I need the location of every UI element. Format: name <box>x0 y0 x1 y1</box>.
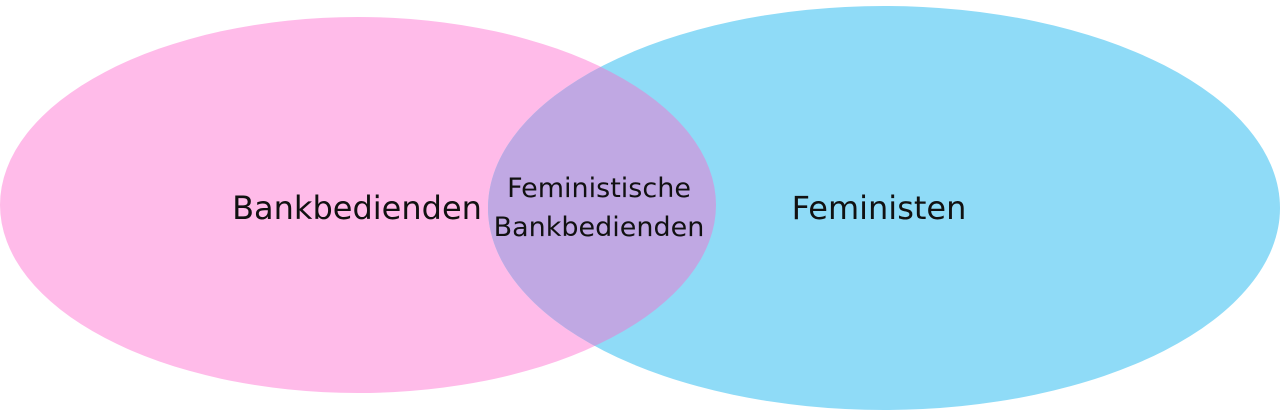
set-left-label: Bankbedienden <box>232 189 482 227</box>
set-right-ellipse <box>488 6 1280 410</box>
intersection-label-line1: Feministische <box>507 173 691 204</box>
intersection-label-line2: Bankbedienden <box>494 212 705 243</box>
set-right-label: Feministen <box>792 189 967 227</box>
